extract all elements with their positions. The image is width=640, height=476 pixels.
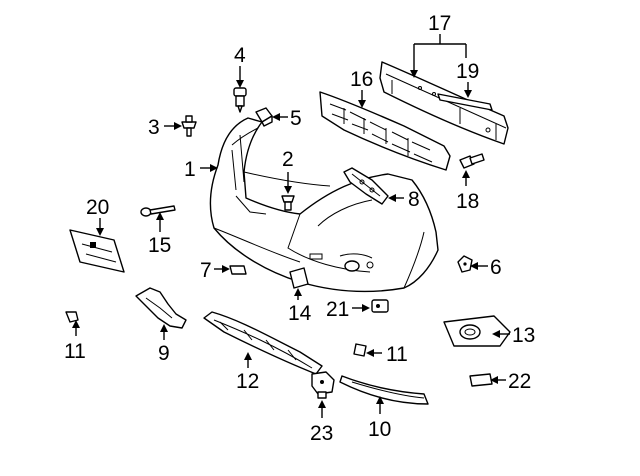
part-lower-grille-12 — [203, 311, 323, 375]
callout-8: 8 — [408, 188, 420, 211]
callout-13: 13 — [512, 324, 535, 347]
callout-14: 14 — [288, 302, 312, 325]
callout-1: 1 — [184, 158, 196, 181]
callout-10: 10 — [368, 418, 391, 441]
part-lower-strip-10 — [339, 375, 429, 405]
callout-labels: 1 2 3 4 5 6 7 8 9 10 11 11 12 13 14 15 1… — [64, 12, 535, 445]
part-clip-2 — [281, 195, 295, 211]
part-side-bracket-8 — [343, 167, 389, 205]
callout-16: 16 — [350, 68, 373, 91]
part-push-clip-3 — [181, 115, 197, 137]
callout-3: 3 — [148, 116, 160, 139]
callout-20: 20 — [86, 196, 109, 219]
part-retainer-4 — [233, 87, 247, 113]
part-fog-bezel-13 — [443, 315, 511, 347]
part-bracket-6 — [457, 255, 473, 273]
leader-lines — [72, 34, 510, 418]
part-clip-11-left — [65, 311, 79, 323]
part-cap-14 — [289, 267, 309, 289]
callout-21: 21 — [326, 298, 349, 321]
part-strip-19 — [437, 93, 493, 111]
part-absorber-16 — [319, 91, 451, 171]
part-sensor-21 — [371, 299, 389, 313]
part-bumper-cover — [209, 117, 439, 293]
callout-9: 9 — [158, 342, 170, 365]
part-lower-bracket-9 — [135, 287, 187, 329]
part-block-7 — [229, 265, 247, 275]
callout-11-center: 11 — [386, 343, 408, 366]
part-bolt-18 — [459, 153, 485, 169]
callout-22: 22 — [508, 370, 531, 393]
part-sensor-23 — [311, 371, 335, 399]
callout-2: 2 — [282, 148, 294, 171]
callout-23: 23 — [310, 422, 333, 445]
part-bolt-15 — [140, 205, 176, 217]
callout-19: 19 — [456, 60, 479, 83]
callout-11-left: 11 — [64, 340, 86, 363]
callout-18: 18 — [456, 190, 479, 213]
callout-5: 5 — [290, 107, 302, 130]
callout-7: 7 — [200, 259, 212, 282]
part-pad-22 — [469, 373, 493, 387]
part-bracket-5 — [255, 107, 273, 127]
callout-17: 17 — [428, 12, 451, 35]
callout-4: 4 — [234, 44, 246, 67]
part-clip-11-center — [353, 343, 367, 357]
callout-12: 12 — [236, 370, 259, 393]
callout-6: 6 — [490, 256, 502, 279]
callout-15: 15 — [148, 234, 171, 257]
part-license-bracket-20 — [69, 229, 125, 273]
